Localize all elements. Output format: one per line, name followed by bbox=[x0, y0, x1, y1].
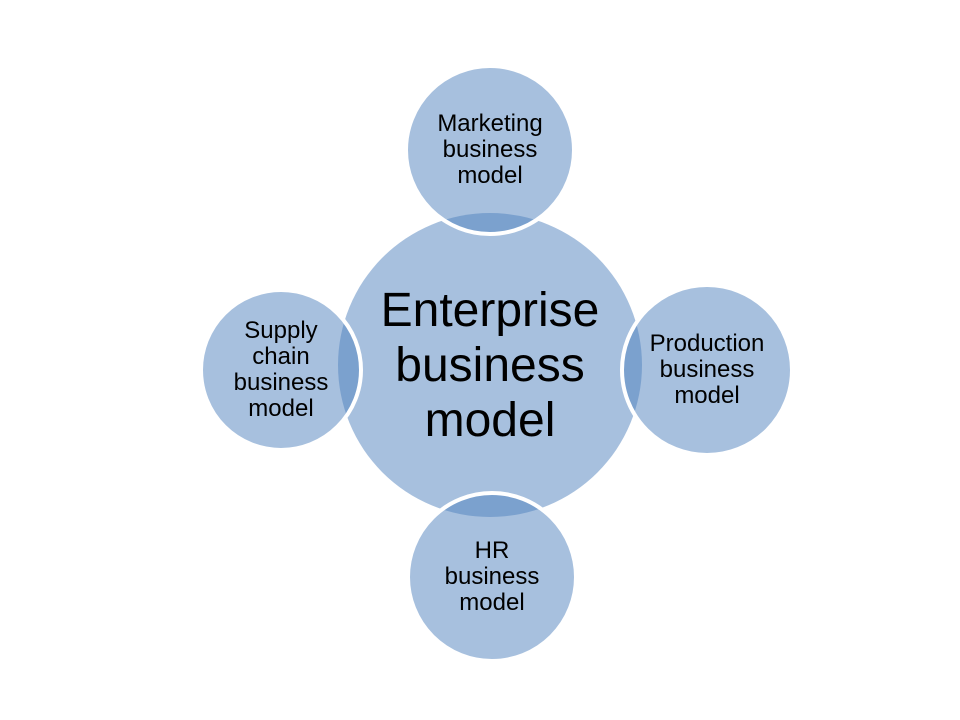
satellite-circle-supply-chain: Supply chain business model bbox=[199, 288, 363, 452]
satellite-label-supply-chain: Supply chain business model bbox=[233, 317, 329, 422]
satellite-circle-hr: HR business model bbox=[406, 491, 578, 663]
satellite-circle-production: Production business model bbox=[620, 283, 794, 457]
satellite-label-production: Production business model bbox=[649, 330, 765, 409]
satellite-circle-marketing: Marketing business model bbox=[404, 64, 576, 236]
satellite-label-marketing: Marketing business model bbox=[437, 110, 543, 189]
central-circle: Enterprise business model bbox=[338, 213, 642, 517]
satellite-label-hr: HR business model bbox=[444, 537, 540, 616]
central-circle-label: Enterprise business model bbox=[380, 283, 600, 447]
